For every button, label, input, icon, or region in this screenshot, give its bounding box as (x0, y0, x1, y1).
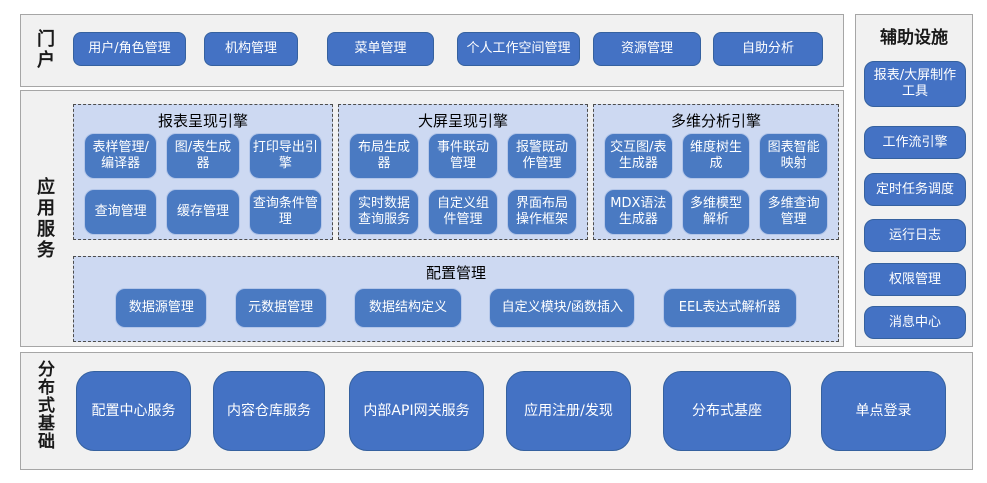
config-mgmt-box: 配置管理 数据源管理 元数据管理 数据结构定义 自定义模块/函数插入 EEL表达… (73, 256, 839, 342)
engine-button-chart-table-generator[interactable]: 图/表生成器 (166, 133, 240, 179)
engine-button-multidim-query-mgmt[interactable]: 多维查询管理 (759, 189, 828, 235)
engine-button-custom-component-mgmt[interactable]: 自定义组件管理 (428, 189, 498, 235)
config-button-eel-expression-parser[interactable]: EEL表达式解析器 (662, 288, 797, 328)
config-button-data-structure-definition[interactable]: 数据结构定义 (353, 288, 462, 328)
distributed-panel: 分布式基础 配置中心服务 内容仓库服务 内部API网关服务 应用注册/发现 分布… (20, 352, 973, 470)
engine-button-multidim-model-parsing[interactable]: 多维模型解析 (681, 189, 751, 235)
config-mgmt-title: 配置管理 (425, 264, 486, 282)
bigscreen-engine-box: 大屏呈现引擎 布局生成器 事件联动管理 报警既动作管理 实时数据查询服务 自定义… (338, 104, 588, 240)
engine-button-ui-layout-framework[interactable]: 界面布局操作框架 (507, 189, 577, 235)
olap-engine-grid: 交互图/表生成器 维度树生成 图表智能映射 MDX语法生成器 多维模型解析 多维… (594, 129, 838, 235)
portal-button-user-role-mgmt[interactable]: 用户/角色管理 (73, 32, 186, 66)
engine-button-query-mgmt[interactable]: 查询管理 (84, 189, 158, 235)
engine-button-style-mgmt-compiler[interactable]: 表样管理/编译器 (84, 133, 158, 179)
engine-button-layout-generator[interactable]: 布局生成器 (349, 133, 419, 179)
bigscreen-engine-title: 大屏呈现引擎 (417, 112, 508, 130)
distributed-button-app-registration-discovery[interactable]: 应用注册/发现 (506, 371, 631, 451)
config-button-metadata-mgmt[interactable]: 元数据管理 (234, 288, 327, 328)
auxiliary-button-permission-mgmt[interactable]: 权限管理 (864, 263, 966, 296)
config-button-datasource-mgmt[interactable]: 数据源管理 (115, 288, 208, 328)
engine-button-smart-chart-mapping[interactable]: 图表智能映射 (759, 133, 828, 179)
app-services-panel-label: 应用服务 (34, 177, 55, 261)
portal-button-menu-mgmt[interactable]: 菜单管理 (327, 32, 434, 66)
auxiliary-button-scheduled-task-dispatch[interactable]: 定时任务调度 (864, 173, 966, 206)
olap-engine-title: 多维分析引擎 (670, 112, 761, 130)
portal-button-self-service-analysis[interactable]: 自助分析 (713, 32, 823, 66)
auxiliary-panel-title: 辅助设施 (880, 28, 948, 48)
engine-button-interactive-chart-generator[interactable]: 交互图/表生成器 (604, 133, 673, 179)
bigscreen-engine-grid: 布局生成器 事件联动管理 报警既动作管理 实时数据查询服务 自定义组件管理 界面… (339, 129, 587, 235)
olap-engine-box: 多维分析引擎 交互图/表生成器 维度树生成 图表智能映射 MDX语法生成器 多维… (593, 104, 839, 240)
auxiliary-button-message-center[interactable]: 消息中心 (864, 306, 966, 339)
distributed-button-distributed-base[interactable]: 分布式基座 (663, 371, 791, 451)
engine-button-mdx-syntax-generator[interactable]: MDX语法生成器 (604, 189, 673, 235)
portal-panel-label: 门户 (34, 29, 55, 71)
distributed-button-single-sign-on[interactable]: 单点登录 (821, 371, 946, 451)
app-services-panel: 应用服务 报表呈现引擎 表样管理/编译器 图/表生成器 打印导出引擎 查询管理 … (20, 90, 844, 347)
distributed-button-content-repo-service[interactable]: 内容仓库服务 (213, 371, 325, 451)
config-button-custom-module-function-insert[interactable]: 自定义模块/函数插入 (489, 288, 636, 328)
portal-panel: 门户 用户/角色管理 机构管理 菜单管理 个人工作空间管理 资源管理 自助分析 (20, 14, 844, 87)
auxiliary-button-run-logs[interactable]: 运行日志 (864, 219, 966, 252)
engine-button-dimension-tree-generation[interactable]: 维度树生成 (681, 133, 751, 179)
auxiliary-button-report-bigscreen-tool[interactable]: 报表/大屏制作工具 (864, 61, 966, 107)
engine-button-query-condition-mgmt[interactable]: 查询条件管理 (248, 189, 322, 235)
engine-button-print-export-engine[interactable]: 打印导出引擎 (248, 133, 322, 179)
auxiliary-panel: 辅助设施 报表/大屏制作工具 工作流引擎 定时任务调度 运行日志 权限管理 消息… (855, 14, 973, 347)
distributed-panel-label: 分布式基础 (34, 360, 54, 450)
engine-button-realtime-data-query[interactable]: 实时数据查询服务 (349, 189, 419, 235)
report-engine-box: 报表呈现引擎 表样管理/编译器 图/表生成器 打印导出引擎 查询管理 缓存管理 … (73, 104, 333, 240)
distributed-button-internal-api-gateway[interactable]: 内部API网关服务 (349, 371, 484, 451)
report-engine-grid: 表样管理/编译器 图/表生成器 打印导出引擎 查询管理 缓存管理 查询条件管理 (74, 129, 332, 235)
engine-button-cache-mgmt[interactable]: 缓存管理 (166, 189, 240, 235)
distributed-button-config-center-service[interactable]: 配置中心服务 (76, 371, 191, 451)
auxiliary-button-workflow-engine[interactable]: 工作流引擎 (864, 126, 966, 159)
engine-button-alarm-action-mgmt[interactable]: 报警既动作管理 (507, 133, 577, 179)
portal-button-resource-mgmt[interactable]: 资源管理 (593, 32, 701, 66)
engine-button-event-linkage-mgmt[interactable]: 事件联动管理 (428, 133, 498, 179)
config-mgmt-row: 数据源管理 元数据管理 数据结构定义 自定义模块/函数插入 EEL表达式解析器 (74, 281, 838, 328)
report-engine-title: 报表呈现引擎 (157, 112, 248, 130)
portal-button-org-mgmt[interactable]: 机构管理 (204, 32, 298, 66)
portal-button-personal-workspace-mgmt[interactable]: 个人工作空间管理 (457, 32, 580, 66)
